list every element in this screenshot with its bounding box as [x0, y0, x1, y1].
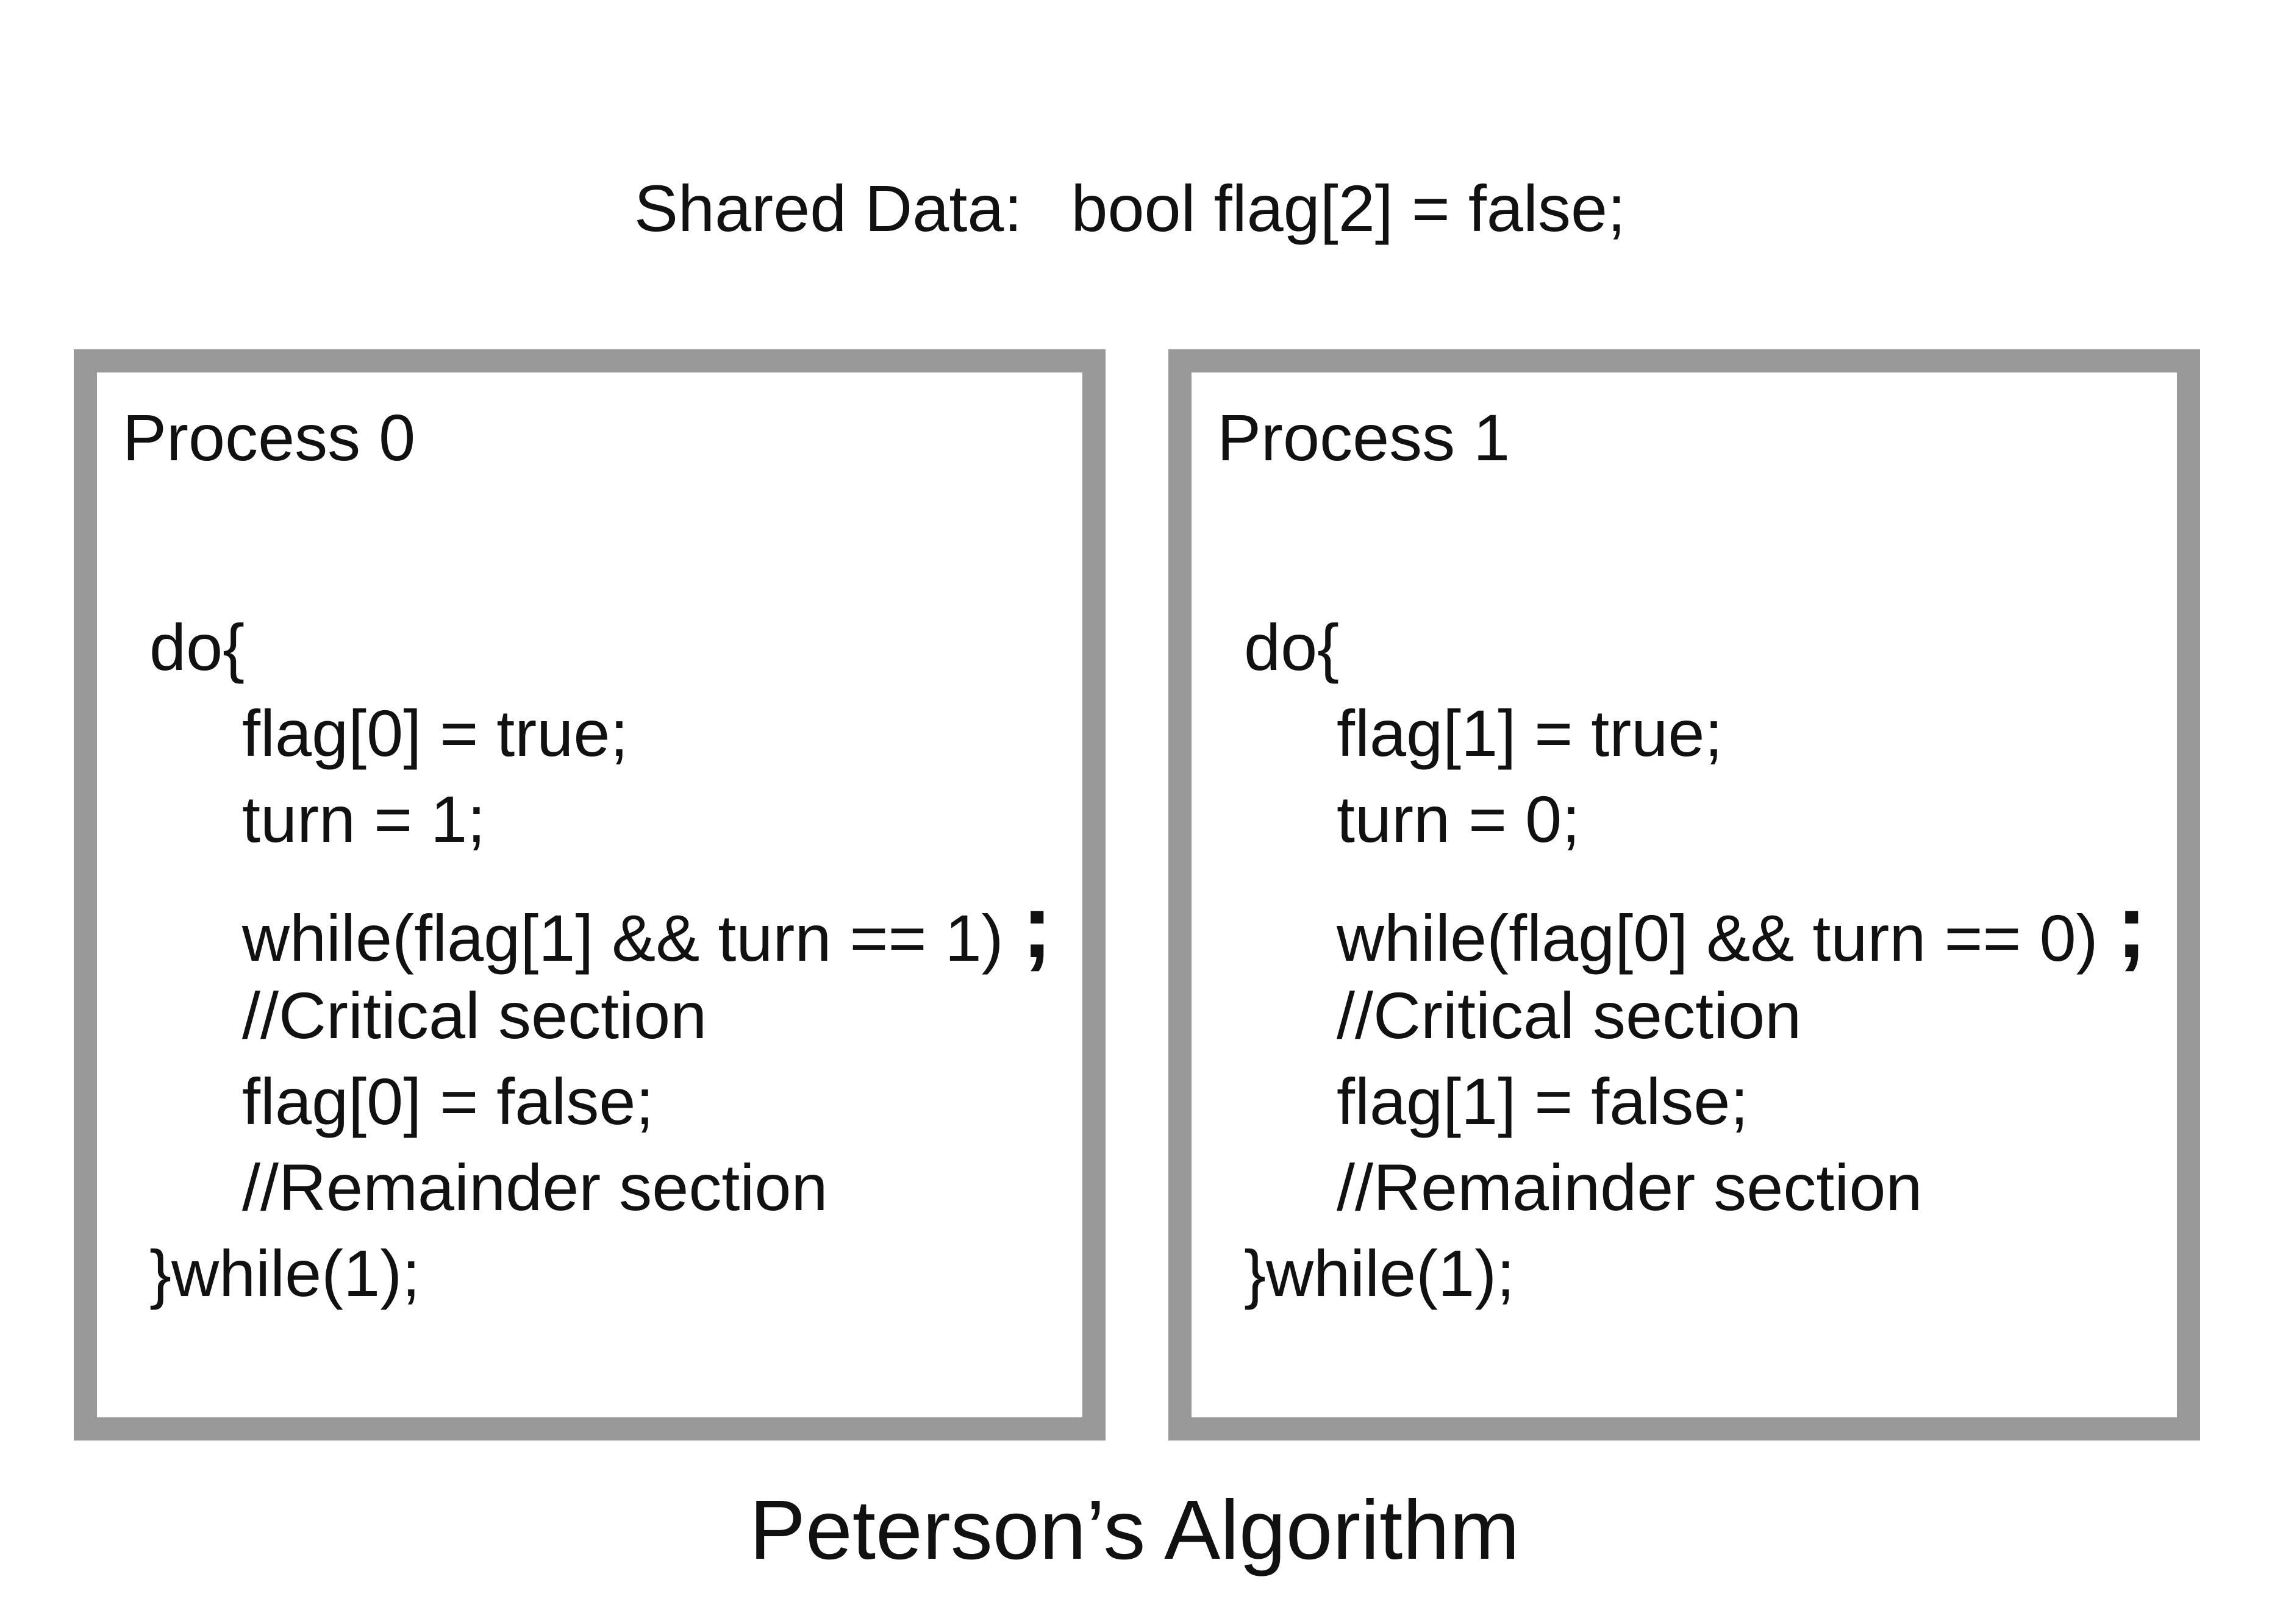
while-condition: while(flag[0] && turn == 0): [1337, 901, 2098, 975]
process-1-title: Process 1: [1217, 401, 1510, 474]
shared-data-line: Shared Data: bool flag[2] = false;: [634, 166, 1626, 251]
code-line-while-end: }while(1);: [1244, 1236, 1515, 1310]
process-0-title: Process 0: [123, 401, 416, 474]
code-line-remainder-section: //Remainder section: [1337, 1150, 1923, 1224]
code-line-do: do{: [1244, 610, 1340, 684]
code-line-while-wait: while(flag[0] && turn == 0);: [1244, 880, 2147, 975]
shared-data-code: bool flag[2] = false;: [1071, 171, 1626, 245]
code-line-while-end: }while(1);: [149, 1236, 421, 1310]
while-semicolon: ;: [1021, 874, 1052, 977]
code-line-flag-set: flag[0] = true;: [242, 696, 629, 770]
code-line-while-wait: while(flag[1] && turn == 1);: [149, 880, 1052, 975]
code-line-flag-set: flag[1] = true;: [1337, 696, 1723, 770]
code-line-remainder-section: //Remainder section: [242, 1150, 828, 1224]
process-1-box: Process 1 do{ flag[1] = true; turn = 0; …: [1168, 349, 2200, 1441]
code-line-do: do{: [149, 610, 245, 684]
code-line-turn: turn = 0;: [1337, 782, 1581, 856]
process-1-code: do{ flag[1] = true; turn = 0; while(flag…: [1244, 604, 2147, 1316]
code-line-turn: turn = 1;: [242, 782, 486, 856]
while-semicolon: ;: [2116, 874, 2147, 977]
code-line-flag-clear: flag[0] = false;: [242, 1064, 654, 1138]
code-line-critical-section: //Critical section: [242, 978, 707, 1052]
process-0-box: Process 0 do{ flag[0] = true; turn = 1; …: [74, 349, 1106, 1441]
while-condition: while(flag[1] && turn == 1): [242, 901, 1004, 975]
process-0-code: do{ flag[0] = true; turn = 1; while(flag…: [149, 604, 1052, 1316]
diagram-caption: Peterson’s Algorithm: [749, 1483, 1520, 1577]
shared-data-label: Shared Data:: [634, 171, 1023, 245]
code-line-flag-clear: flag[1] = false;: [1337, 1064, 1749, 1138]
code-line-critical-section: //Critical section: [1337, 978, 1802, 1052]
